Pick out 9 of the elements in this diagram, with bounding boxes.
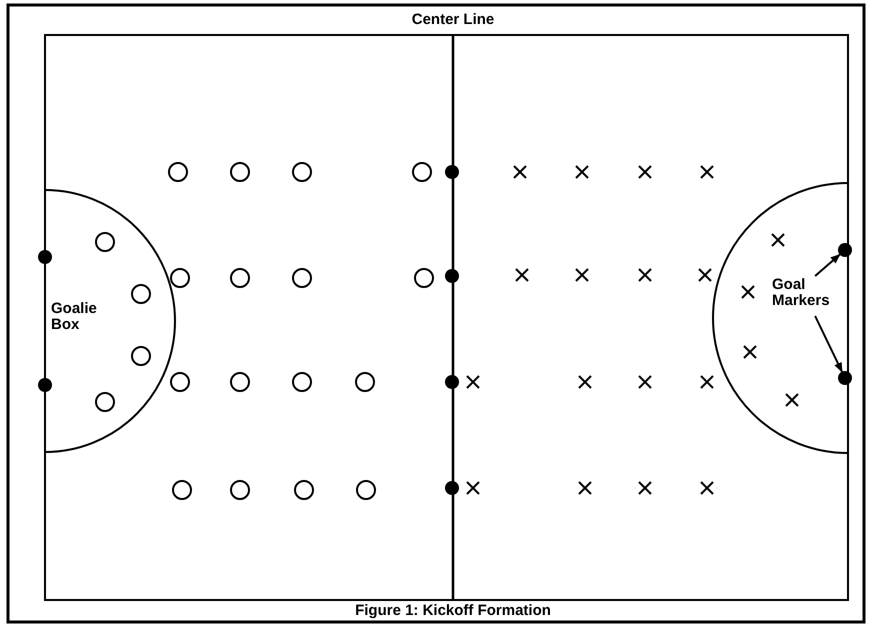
callout-label: Goal Markers [772, 277, 831, 308]
area-label: Goalie Box [51, 301, 98, 332]
leader-arrow [814, 316, 843, 373]
goal-marker-dot [838, 371, 852, 385]
field-label: Center Line [412, 12, 494, 28]
goal-marker-dot [838, 243, 852, 257]
figure-caption: Figure 1: Kickoff Formation [355, 603, 551, 619]
leader-arrow [814, 254, 840, 277]
goalie-box-arc [45, 190, 175, 452]
